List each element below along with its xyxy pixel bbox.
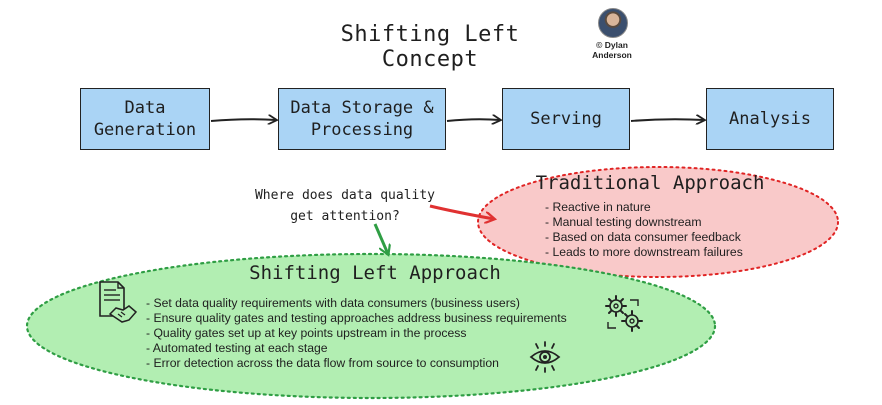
question-line-1: Where does data quality [254, 188, 435, 203]
list-item: - Reactive in nature [545, 200, 651, 214]
credit-line-2: Anderson [592, 50, 632, 60]
list-item: - Set data quality requirements with dat… [146, 296, 520, 310]
list-item: - Based on data consumer feedback [545, 230, 741, 244]
step-data-storage-processing: Data Storage & Processing [278, 88, 446, 150]
shifting-left-approach-title: Shifting Left Approach [249, 262, 501, 284]
arrow-serving-to-analysis [630, 119, 704, 121]
question-line-2: get attention? [290, 209, 400, 224]
shifting-left-approach-list: - Set data quality requirements with dat… [146, 296, 567, 371]
list-item: - Ensure quality gates and testing appro… [146, 311, 567, 325]
credit-line-1: © Dylan [596, 40, 628, 50]
step-label: Analysis [729, 109, 811, 129]
traditional-approach-ellipse [477, 166, 839, 278]
step-label-line-1: Data [124, 98, 166, 118]
eye-icon [529, 341, 561, 373]
author-avatar [598, 8, 628, 38]
list-item: - Error detection across the data flow f… [146, 356, 499, 370]
step-analysis: Analysis [706, 88, 834, 150]
red-arrow-to-traditional [429, 204, 494, 219]
green-arrow-to-shifting-left [373, 223, 388, 254]
arrow-generation-to-storage [210, 119, 276, 121]
traditional-approach-list: - Reactive in nature - Manual testing do… [545, 200, 743, 260]
step-data-generation: Data Generation [80, 88, 210, 150]
step-label-line-1: Data Storage & [290, 98, 434, 118]
list-item: - Automated testing at each stage [146, 341, 328, 355]
list-item: - Manual testing downstream [545, 215, 702, 229]
agreement-document-icon [99, 281, 138, 323]
step-label-line-2: Generation [93, 120, 197, 140]
author-credit: © Dylan Anderson [586, 40, 638, 60]
traditional-approach-title: Traditional Approach [535, 172, 765, 194]
arrow-storage-to-serving [446, 119, 500, 121]
list-item: - Leads to more downstream failures [545, 245, 743, 259]
step-label: Serving [530, 109, 602, 129]
list-item: - Quality gates set up at key points ups… [146, 326, 467, 340]
quality-question: Where does data quality get attention? [240, 185, 450, 227]
step-serving: Serving [502, 88, 630, 150]
diagram-title: Shifting Left Concept [340, 22, 520, 72]
step-label-line-2: Processing [310, 120, 414, 140]
gears-icon [605, 295, 643, 332]
